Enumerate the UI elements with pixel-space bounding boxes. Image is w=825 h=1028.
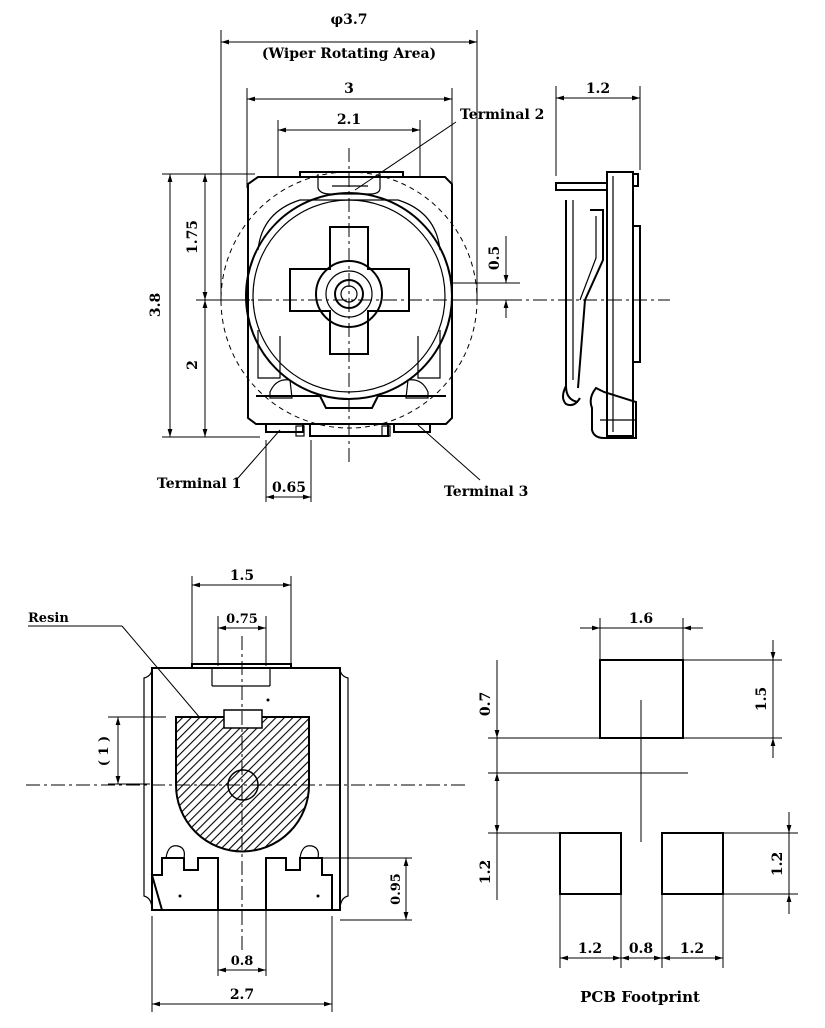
top-dim-1-75: 1.75 xyxy=(185,220,201,254)
top-dim-0-5: 0.5 xyxy=(487,246,503,270)
top-dim-3: 3 xyxy=(344,81,354,97)
terminal-2-label: Terminal 2 xyxy=(460,107,544,123)
bottom-dim-1: ( 1 ) xyxy=(97,736,112,766)
pcb-footprint-title: PCB Footprint xyxy=(580,988,700,1006)
pcb-dim-1-5: 1.5 xyxy=(754,687,770,711)
top-diameter-label: φ3.7 xyxy=(330,12,367,28)
side-dim-1-2: 1.2 xyxy=(586,81,610,97)
terminal-3-label: Terminal 3 xyxy=(444,484,528,500)
pcb-dim-1-2-bottom-b: 1.2 xyxy=(680,941,704,957)
pcb-dim-1-2-left: 1.2 xyxy=(478,860,494,884)
side-view: 1.2 xyxy=(555,81,641,439)
bottom-dim-2-7: 2.7 xyxy=(230,987,254,1003)
bottom-view: 1.5 0.75 Resin ( 1 ) xyxy=(26,568,466,1012)
pcb-footprint: 1.6 1.5 0.7 1.2 1.2 xyxy=(478,611,798,1006)
bottom-dim-0-75: 0.75 xyxy=(226,612,258,627)
bottom-dim-0-95: 0.95 xyxy=(389,873,404,905)
top-wiper-area-label: (Wiper Rotating Area) xyxy=(262,46,436,62)
pcb-dim-1-2-right: 1.2 xyxy=(770,852,786,876)
resin-area xyxy=(175,716,310,853)
bottom-dim-1-5: 1.5 xyxy=(230,568,254,584)
terminal-1-label: Terminal 1 xyxy=(157,476,241,492)
pcb-pad-bottom-right xyxy=(661,832,724,895)
pcb-dim-0-8: 0.8 xyxy=(629,941,653,957)
top-dim-2: 2 xyxy=(185,360,201,370)
top-dim-3-8: 3.8 xyxy=(148,293,164,317)
resin-label: Resin xyxy=(28,611,69,626)
pcb-dim-1-2-bottom-a: 1.2 xyxy=(578,941,602,957)
pcb-dim-1-6: 1.6 xyxy=(629,611,653,627)
top-view: φ3.7 (Wiper Rotating Area) 3 2.1 Termina… xyxy=(148,12,670,502)
top-dim-2-1: 2.1 xyxy=(337,112,361,128)
bottom-dim-0-8: 0.8 xyxy=(231,954,254,969)
pcb-pad-bottom-left xyxy=(559,832,622,895)
top-dim-0-65: 0.65 xyxy=(272,480,306,496)
pcb-dim-0-7: 0.7 xyxy=(478,692,494,716)
pcb-pad-top xyxy=(599,659,684,739)
